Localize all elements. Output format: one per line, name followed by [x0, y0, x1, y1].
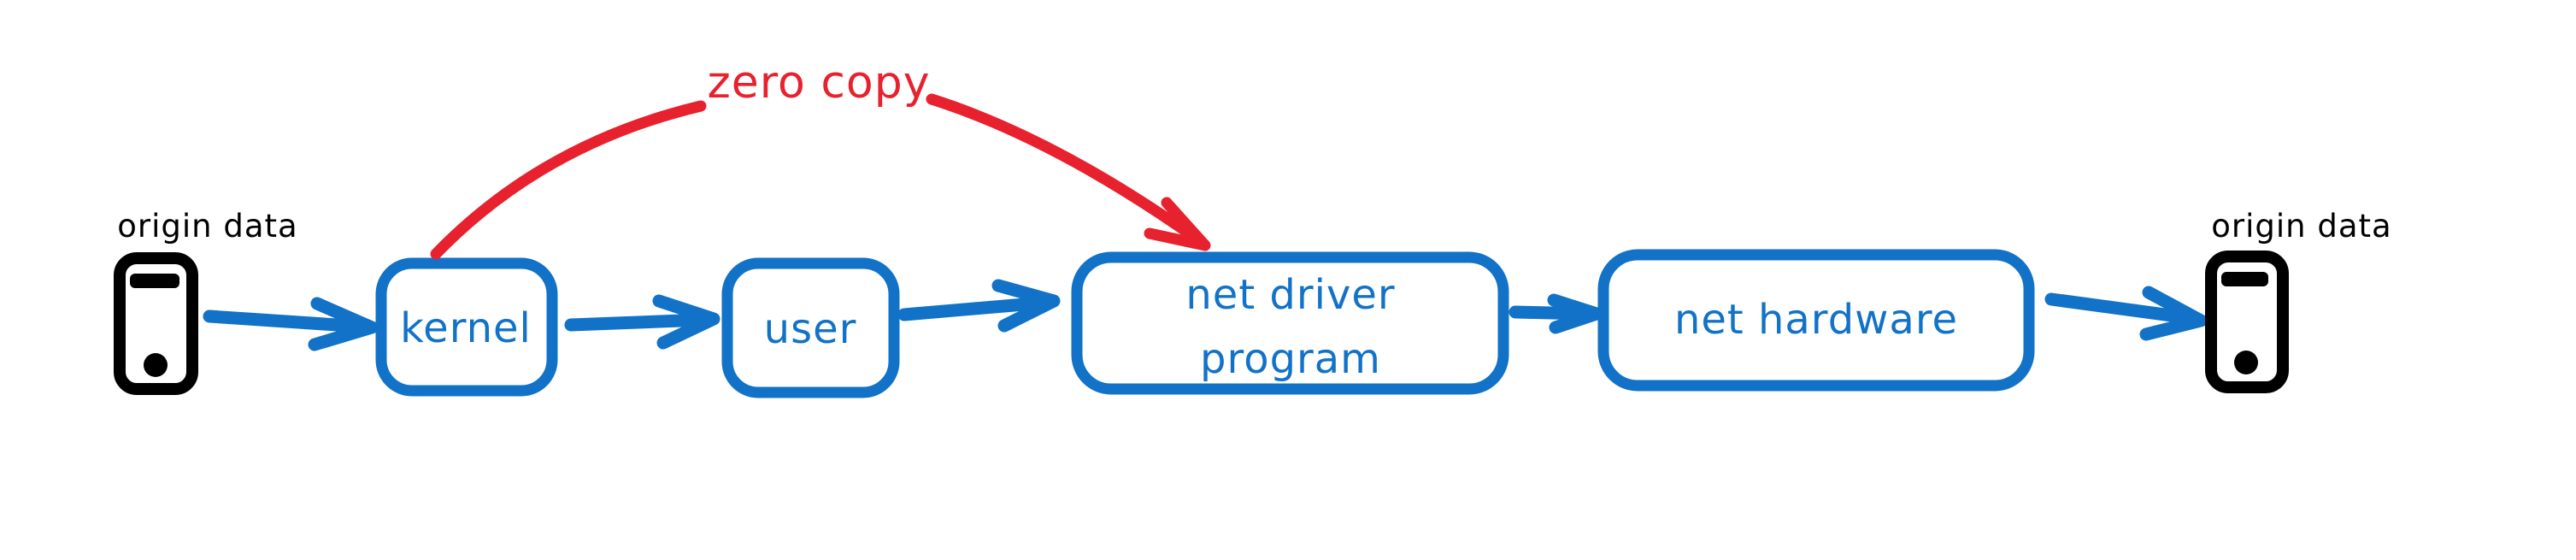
arrow-head-icon — [991, 279, 1061, 333]
tower-drive-slot — [130, 274, 179, 288]
arrow-head-icon — [2139, 286, 2208, 341]
node-net-driver-program: net driver program — [1071, 251, 1509, 395]
arrow-head-icon — [652, 294, 720, 350]
user-box — [721, 257, 900, 398]
tower-power-button — [2234, 351, 2258, 374]
user-label: user — [764, 305, 857, 353]
arrow-shaft — [203, 309, 369, 333]
arrow-head-icon — [1547, 293, 1603, 334]
tower-case — [114, 252, 198, 395]
zero-copy-annotation: zero copy — [430, 57, 1211, 260]
destination-computer-label: origin data — [2211, 208, 2391, 245]
tower-case — [2205, 251, 2289, 393]
arrow-shaft — [2044, 292, 2197, 325]
arrow-head-icon — [308, 297, 379, 351]
net-driver-program-box — [1071, 251, 1509, 395]
node-net-hardware: net hardware — [1597, 249, 2035, 392]
net-hardware-box — [1597, 249, 2035, 392]
arrow-net-driver-to-net-hardware — [1509, 293, 1603, 334]
arrow-kernel-to-user — [564, 294, 720, 350]
net-driver-program-label-line2: program — [1200, 335, 1381, 383]
source-computer: origin data — [114, 208, 297, 395]
kernel-box — [375, 257, 558, 397]
computer-tower-icon — [2205, 251, 2289, 393]
node-kernel: kernel — [375, 257, 558, 397]
net-hardware-label: net hardware — [1674, 296, 1958, 344]
tower-drive-slot — [2221, 272, 2268, 286]
arrow-net-hardware-to-destination — [2044, 286, 2208, 341]
arrow-user-to-net-driver — [897, 279, 1061, 333]
zero-copy-label: zero copy — [707, 57, 930, 109]
arrow-shaft — [564, 313, 711, 332]
zero-copy-arrow-head-icon — [1144, 197, 1211, 251]
node-user: user — [721, 257, 900, 398]
tower-power-button — [144, 353, 168, 377]
destination-computer: origin data — [2205, 208, 2391, 393]
zero-copy-curve-right — [926, 93, 1206, 247]
computer-tower-icon — [114, 252, 198, 395]
zero-copy-curve-left — [430, 100, 707, 260]
source-computer-label: origin data — [117, 208, 297, 245]
kernel-label: kernel — [400, 304, 532, 352]
arrow-shaft — [897, 296, 1051, 321]
arrow-source-to-kernel — [203, 297, 379, 351]
net-driver-program-label-line1: net driver — [1185, 271, 1395, 319]
